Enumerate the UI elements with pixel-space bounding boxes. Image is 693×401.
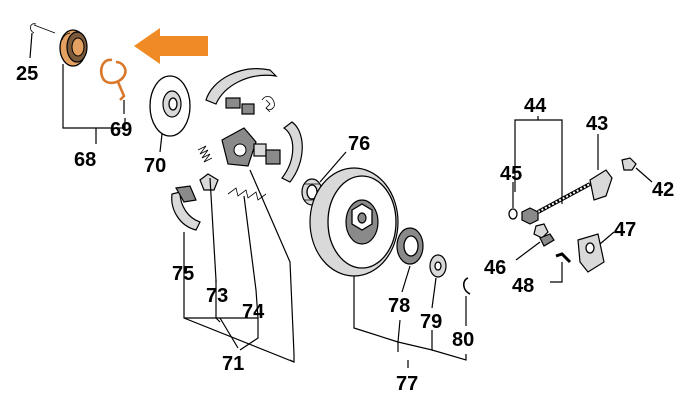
part-75-brake-shoe [171, 185, 201, 231]
part-78-sprocket [396, 227, 424, 265]
small-coil-spring [197, 145, 213, 163]
callout-71: 71 [222, 353, 244, 375]
part-25-snap-ring [30, 23, 56, 34]
part-46-nut [521, 207, 555, 247]
callout-70: 70 [144, 155, 166, 177]
callout-80: 80 [452, 329, 474, 351]
part-43-lever [589, 169, 613, 201]
callout-74: 74 [242, 301, 265, 323]
part-47-bracket [577, 233, 605, 273]
part-45-o-ring [508, 208, 518, 220]
part-69-wire-spring [99, 58, 127, 101]
callout-78: 78 [388, 295, 410, 317]
callout-43: 43 [586, 113, 608, 135]
callout-79: 79 [420, 311, 442, 333]
highlight-arrow-icon [134, 28, 208, 64]
part-68-spring-drum [59, 29, 88, 67]
part-42-clip [621, 157, 637, 171]
callout-76: 76 [348, 133, 370, 155]
callout-77: 77 [396, 373, 418, 395]
leader-lines [29, 32, 653, 368]
part-77-clutch-drum [309, 167, 399, 277]
callout-47: 47 [614, 219, 636, 241]
callout-48: 48 [512, 275, 534, 297]
callout-75: 75 [172, 263, 194, 285]
part-48-screw [555, 252, 572, 264]
callout-42: 42 [652, 179, 674, 201]
right-brake-shoe [265, 121, 303, 183]
callout-25: 25 [16, 63, 38, 85]
part-79-washer [429, 254, 447, 278]
upper-brake-shoe [205, 68, 278, 115]
callout-68: 68 [74, 149, 96, 171]
part-74-coil-spring [227, 187, 267, 201]
callout-73: 73 [206, 285, 228, 307]
callout-46: 46 [484, 257, 506, 279]
part-80-e-clip [462, 277, 471, 295]
clutch-hub [221, 127, 267, 167]
callout-44: 44 [524, 95, 547, 117]
part-70-disc [149, 75, 191, 137]
part-44-adjuster-rod [537, 182, 591, 214]
callout-69: 69 [110, 119, 132, 141]
callout-45: 45 [500, 163, 522, 185]
part-73-spring-clip [199, 173, 219, 191]
